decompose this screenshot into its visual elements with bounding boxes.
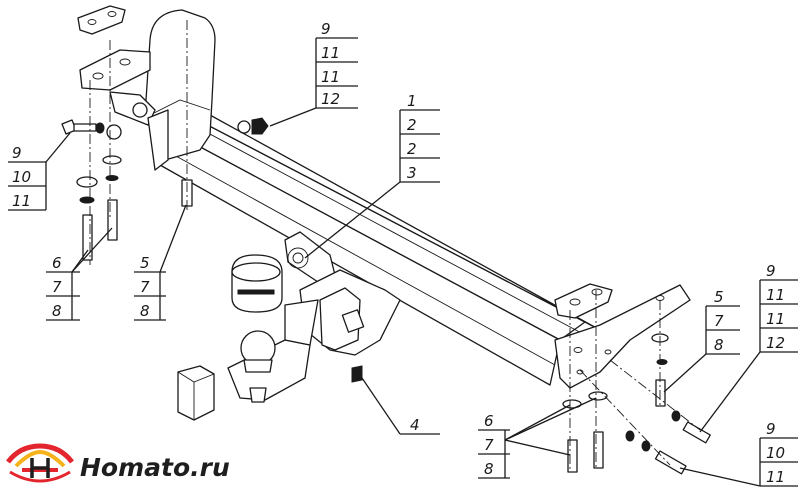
callout-label: 1 — [407, 92, 417, 110]
callout-label: 11 — [321, 44, 340, 62]
brand-name: Homato.ru — [80, 453, 230, 482]
brand-logo: Homato.ru — [6, 443, 230, 483]
callout-label: 8 — [140, 302, 150, 320]
callout-label: 4 — [410, 416, 420, 434]
callout-label: 2 — [407, 140, 417, 158]
callout-group-bottom-right: 9 10 11 — [766, 420, 785, 486]
ball-mount — [227, 299, 319, 403]
callout-group-top-right: 9 11 11 12 — [321, 20, 340, 108]
callout-group-right-far: 9 11 11 12 — [766, 262, 785, 352]
callout-group-right-mid: 5 7 8 — [714, 288, 724, 354]
callout-label: 7 — [714, 312, 724, 330]
callout-group-center-bolt: 5 7 8 — [140, 254, 150, 320]
callout-group-beam: 1 2 2 3 — [407, 92, 417, 182]
callout-label: 5 — [140, 254, 150, 272]
callout-label: 9 — [766, 262, 776, 280]
callout-label: 11 — [321, 68, 340, 86]
hitch-receiver — [284, 231, 401, 356]
callout-label: 3 — [407, 164, 417, 182]
callout-group-bottom-center: 4 — [410, 416, 420, 434]
callout-label: 7 — [140, 278, 150, 296]
callout-label: 7 — [484, 436, 494, 454]
fasteners — [61, 117, 711, 475]
callout-label: 12 — [321, 90, 340, 108]
callout-label: 9 — [321, 20, 331, 38]
right-mounting-bracket — [554, 283, 691, 389]
callout-label: 10 — [766, 444, 785, 462]
center-lines — [89, 20, 701, 470]
callout-group-bottom-mid: 6 7 8 — [484, 412, 494, 478]
ball-cover-cap — [231, 254, 283, 313]
callout-group-left-mid: 6 7 8 — [52, 254, 62, 320]
callout-label: 7 — [52, 278, 62, 296]
callout-label: 8 — [52, 302, 62, 320]
callout-label: 8 — [714, 336, 724, 354]
callout-label: 9 — [766, 420, 776, 438]
callout-label: 8 — [484, 460, 494, 478]
brand-emblem-icon — [6, 443, 74, 483]
callout-label: 6 — [52, 254, 62, 272]
callout-label: 11 — [766, 286, 785, 304]
callout-label: 11 — [12, 192, 31, 210]
socket-plug-cap — [177, 365, 215, 421]
callout-label: 9 — [12, 144, 22, 162]
left-mounting-bracket — [77, 5, 216, 171]
callout-group-top-left: 9 10 11 — [12, 144, 31, 210]
callout-label: 2 — [407, 116, 417, 134]
callout-label: 11 — [766, 310, 785, 328]
callout-leaders — [8, 37, 798, 487]
callout-label: 12 — [766, 334, 785, 352]
callout-label: 10 — [12, 168, 31, 186]
callout-label: 6 — [484, 412, 494, 430]
callout-label: 11 — [766, 468, 785, 486]
callout-label: 5 — [714, 288, 724, 306]
